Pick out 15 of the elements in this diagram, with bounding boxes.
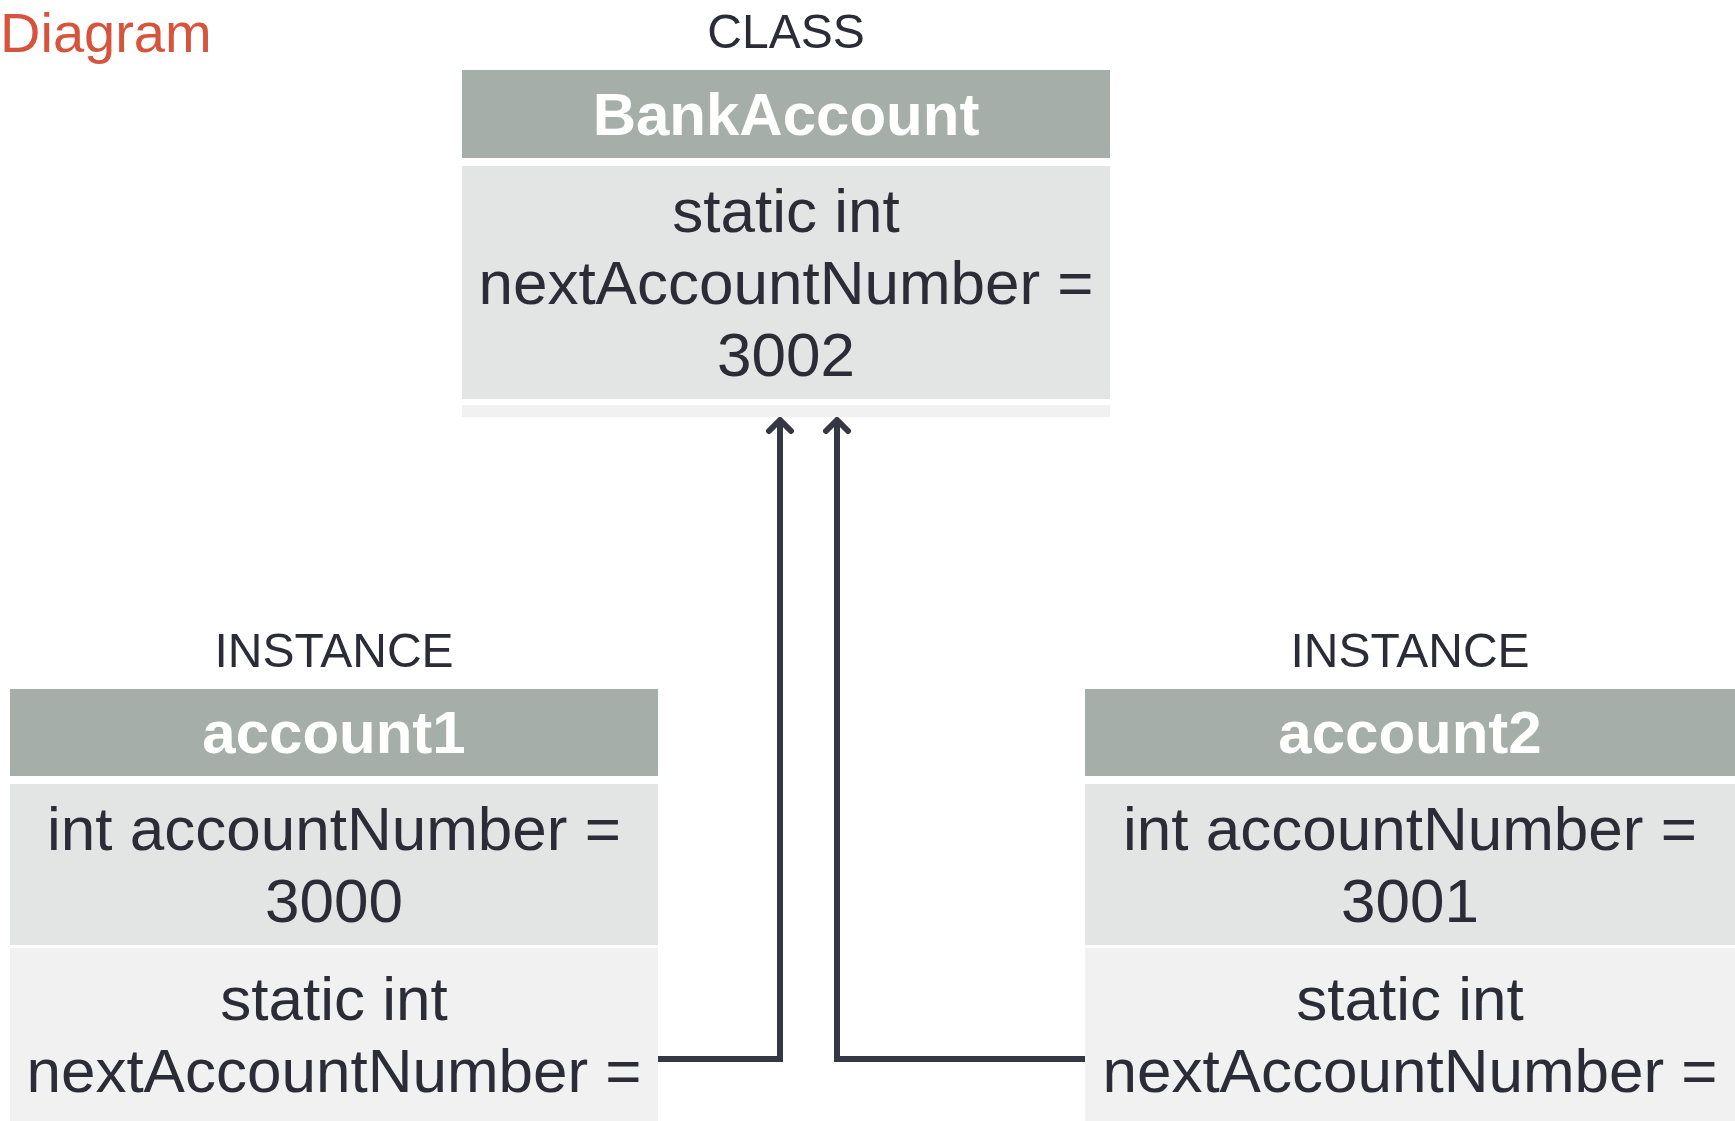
arrow	[658, 417, 794, 1062]
class-name-header: account2	[1085, 689, 1735, 776]
stereotype-label: INSTANCE	[1289, 623, 1531, 678]
class-name-header: account1	[10, 689, 658, 776]
arrow	[823, 417, 1085, 1062]
attribute-row: static int nextAccountNumber =	[10, 948, 658, 1121]
attribute-row: int accountNumber = 3000	[10, 784, 658, 945]
attribute-row: static int nextAccountNumber =	[1085, 948, 1735, 1121]
stereotype-label: INSTANCE	[213, 623, 455, 678]
title: Diagram	[0, 0, 212, 65]
attribute-row: static int nextAccountNumber = 3002	[462, 166, 1110, 399]
empty-bar	[462, 405, 1110, 417]
stereotype-label: CLASS	[706, 4, 866, 59]
attribute-row: int accountNumber = 3001	[1085, 784, 1735, 945]
class-name-header: BankAccount	[462, 70, 1110, 158]
